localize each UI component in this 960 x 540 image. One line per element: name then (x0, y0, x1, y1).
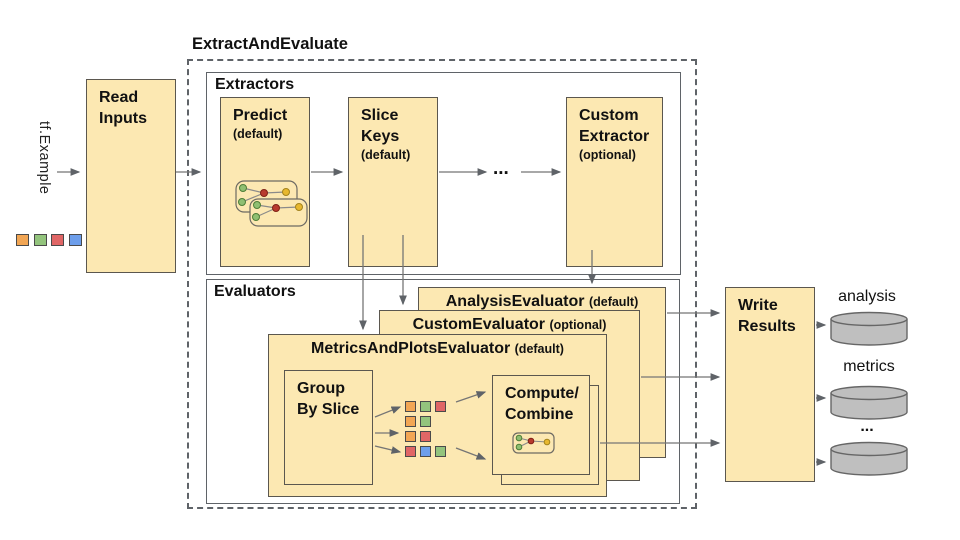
orange-example-square (405, 431, 416, 442)
sliced-examples-grid (405, 401, 450, 461)
analysis-evaluator-qualifier: (default) (588, 295, 639, 309)
slice-keys-qualifier: (default) (361, 148, 411, 162)
slice-keys-label-line1: Slice (361, 107, 399, 124)
green-example-square (33, 234, 47, 246)
input-examples-squares (16, 233, 86, 251)
metrics-and-plots-evaluator-qualifier: (default) (514, 342, 564, 356)
red-example-square (51, 234, 64, 246)
compute-combine-box: Compute/ Combine (492, 375, 590, 475)
combine-graph-icon (512, 432, 555, 454)
extract-and-evaluate-boundary (187, 59, 697, 509)
extractors-label: Extractors (215, 76, 295, 93)
green-example-square (435, 446, 446, 457)
predict-label: Predict (233, 107, 288, 124)
custom-extractor-qualifier: (optional) (579, 148, 636, 162)
analysis-evaluator-label: AnalysisEvaluator (445, 293, 585, 310)
input-type-label: tf.Example (36, 121, 52, 195)
green-example-square (420, 416, 431, 427)
green-example-square (420, 401, 431, 412)
slice-row (405, 446, 450, 461)
metrics-database-icon (830, 385, 908, 420)
red-example-square (405, 446, 416, 457)
custom-extractor-box: Custom Extractor (optional) (566, 97, 663, 267)
analysis-output-label: analysis (838, 288, 896, 305)
custom-extractor-label-line2: Extractor (579, 128, 650, 145)
group-by-slice-label-line2: By Slice (297, 401, 360, 418)
pipeline-title: ExtractAndEvaluate (192, 35, 348, 53)
metrics-and-plots-evaluator-label: MetricsAndPlotsEvaluator (311, 340, 511, 357)
read-inputs-label-line1: Read (99, 89, 139, 106)
custom-extractor-label-line1: Custom (579, 107, 639, 124)
custom-evaluator-qualifier: (optional) (549, 318, 607, 332)
read-inputs-label-line2: Inputs (99, 110, 147, 127)
slice-row (405, 431, 450, 446)
analysis-database-icon (830, 311, 908, 346)
other-database-icon (830, 441, 908, 476)
slice-row (405, 416, 450, 431)
write-results-label-line2: Results (738, 318, 796, 335)
metrics-output-label: metrics (843, 358, 895, 375)
write-results-box: Write Results (725, 287, 815, 482)
predict-extractor-box: Predict (default) (220, 97, 310, 267)
custom-evaluator-label: CustomEvaluator (412, 316, 546, 333)
predict-qualifier: (default) (233, 127, 283, 141)
model-graph-icon (235, 180, 308, 227)
compute-combine-label-line2: Combine (505, 406, 574, 423)
orange-example-square (405, 401, 416, 412)
orange-example-square (16, 234, 29, 246)
read-inputs-box: Read Inputs (86, 79, 176, 273)
slice-row (405, 401, 450, 416)
red-example-square (435, 401, 446, 412)
blue-example-square (420, 446, 431, 457)
more-extractors-ellipsis: ... (493, 158, 509, 179)
group-by-slice-box: Group By Slice (284, 370, 373, 485)
write-results-label-line1: Write (738, 297, 778, 314)
evaluators-label: Evaluators (214, 283, 296, 300)
red-example-square (420, 431, 431, 442)
slice-keys-extractor-box: Slice Keys (default) (348, 97, 438, 267)
compute-combine-label-line1: Compute/ (505, 385, 579, 402)
orange-example-square (405, 416, 416, 427)
group-by-slice-label-line1: Group (297, 380, 345, 397)
more-outputs-ellipsis: ... (860, 418, 874, 435)
blue-example-square (68, 234, 82, 246)
slice-keys-label-line2: Keys (361, 128, 400, 145)
